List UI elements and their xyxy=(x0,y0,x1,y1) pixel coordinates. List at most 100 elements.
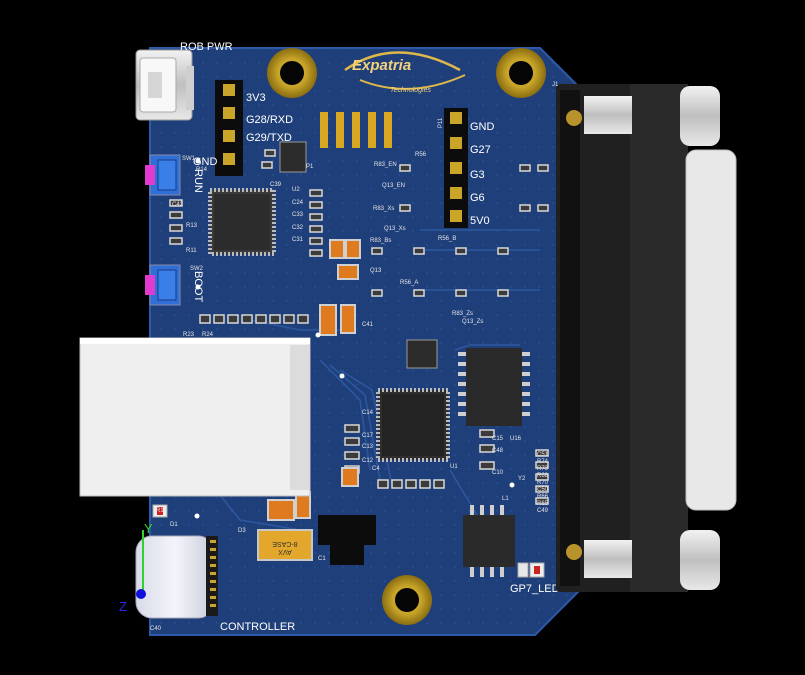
header-right-pin-2: G27 xyxy=(470,144,491,156)
mounting-hole-bottom xyxy=(382,575,432,625)
led-d1 xyxy=(152,504,168,518)
refdes: R74 xyxy=(537,459,549,465)
refdes: R23 xyxy=(183,332,195,338)
header-left-pin-2: G28/RXD xyxy=(246,114,293,126)
ic-l1-regulator xyxy=(463,505,515,577)
led-gp7 xyxy=(517,562,545,578)
refdes: R56_B xyxy=(438,236,456,242)
refdes: C14 xyxy=(362,410,374,416)
tantalum-capacitors xyxy=(267,239,361,521)
refdes: R14 xyxy=(196,167,208,173)
label-controller: CONTROLLER xyxy=(220,621,295,633)
refdes: R66 xyxy=(537,494,549,500)
crystal-brand: AVX xyxy=(278,548,292,555)
refdes: D3 xyxy=(238,528,246,534)
run-button xyxy=(145,154,181,196)
axis-z-label: Z xyxy=(119,599,127,614)
header-right-pin-3: G3 xyxy=(470,169,485,181)
mounting-hole-top-left xyxy=(267,48,317,98)
refdes: R24 xyxy=(202,332,214,338)
micro-usb-connector xyxy=(135,49,194,121)
smd-passives xyxy=(169,149,549,505)
refdes: C12 xyxy=(362,458,374,464)
refdes: C10 xyxy=(492,470,504,476)
connector-p1-pads xyxy=(320,112,392,148)
label-p11: P11 xyxy=(438,117,444,128)
label-sw2: SW2 xyxy=(190,266,204,272)
refdes: U16 xyxy=(510,436,522,442)
mcu-chip-left xyxy=(208,188,276,256)
refdes: U1 xyxy=(450,464,458,470)
crystal-marking: 8-CASE xyxy=(272,540,298,547)
label-run: RUN xyxy=(192,169,204,193)
ic-u16 xyxy=(458,348,530,426)
refdes: R68 xyxy=(537,473,549,479)
crystal-oscillator: 8-CASE AVX xyxy=(257,529,313,561)
mounting-hole-top-right xyxy=(496,48,546,98)
label-p1: P1 xyxy=(306,164,314,170)
expatria-logo: Expatria Technologies xyxy=(344,51,466,94)
refdes: C49 xyxy=(537,508,549,514)
refdes: C15 xyxy=(492,436,504,442)
refdes: L1 xyxy=(502,496,509,502)
refdes: C1 xyxy=(318,556,326,562)
header-left-pin-3: G29/TXD xyxy=(246,132,292,144)
usb-c-connector xyxy=(135,535,218,619)
header-left-pin-1: 3V3 xyxy=(246,92,266,104)
refdes: C32 xyxy=(292,225,304,231)
brand-subtitle: Technologies xyxy=(390,87,431,94)
refdes: C24 xyxy=(292,200,304,206)
ic-small-square xyxy=(279,141,438,369)
refdes: R70 xyxy=(537,480,549,486)
refdes: C42 xyxy=(172,202,184,208)
label-sw1: SW1 xyxy=(182,156,196,162)
marker-dots xyxy=(194,158,515,519)
refdes: C31 xyxy=(292,237,304,243)
db9-connector xyxy=(556,84,737,592)
refdes: C41 xyxy=(362,322,374,328)
refdes: R65 xyxy=(537,501,549,507)
refdes: C33 xyxy=(292,212,304,218)
header-right-pin-4: G6 xyxy=(470,192,485,204)
refdes: R83_Bs xyxy=(370,238,391,244)
refdes: Q13 xyxy=(370,268,382,274)
label-rob-pwr: ROB PWR xyxy=(180,41,233,53)
pin-header-right xyxy=(444,108,468,228)
pin-header-left xyxy=(215,80,243,176)
refdes: R83_Xs xyxy=(373,206,394,212)
refdes: R56 xyxy=(415,152,427,158)
refdes: R11 xyxy=(186,248,197,254)
refdes: C40 xyxy=(150,626,162,632)
refdes: C50 xyxy=(537,487,549,493)
refdes: C13 xyxy=(362,444,374,450)
axis-y-label: Y xyxy=(144,521,153,536)
refdes: R73 xyxy=(537,466,549,472)
refdes: Q13_EN xyxy=(382,183,405,189)
transistor-bottom xyxy=(318,515,376,565)
refdes: Q13_Xs xyxy=(384,226,406,232)
label-gp7-led: GP7_LED xyxy=(510,583,560,595)
refdes: R56_A xyxy=(400,280,418,286)
refdes-labels: R56 R83_EN Q13_EN R83_Xs Q13_Xs R83_Bs R… xyxy=(150,152,549,632)
refdes: U2 xyxy=(292,187,300,193)
refdes: R83_Zs xyxy=(452,311,473,317)
header-right-pin-5: 5V0 xyxy=(470,215,490,227)
refdes: Q13_Zs xyxy=(462,319,483,325)
refdes: C39 xyxy=(270,182,282,188)
refdes: R13 xyxy=(186,223,198,229)
refdes: C4 xyxy=(372,466,380,472)
mcu-chip-center xyxy=(376,388,450,462)
axis-triad: Y Z xyxy=(119,521,153,614)
header-right-pin-1: GND xyxy=(470,121,495,133)
brand-name: Expatria xyxy=(352,57,411,74)
boot-button xyxy=(145,264,181,306)
label-j1: J1 xyxy=(552,82,559,88)
refdes: D1 xyxy=(170,522,178,528)
refdes: Y2 xyxy=(518,476,526,482)
refdes: C48 xyxy=(492,448,504,454)
refdes: C51 xyxy=(537,452,549,458)
refdes: R83_EN xyxy=(374,162,397,168)
ethernet-jack xyxy=(79,337,311,497)
refdes: C17 xyxy=(362,433,374,439)
